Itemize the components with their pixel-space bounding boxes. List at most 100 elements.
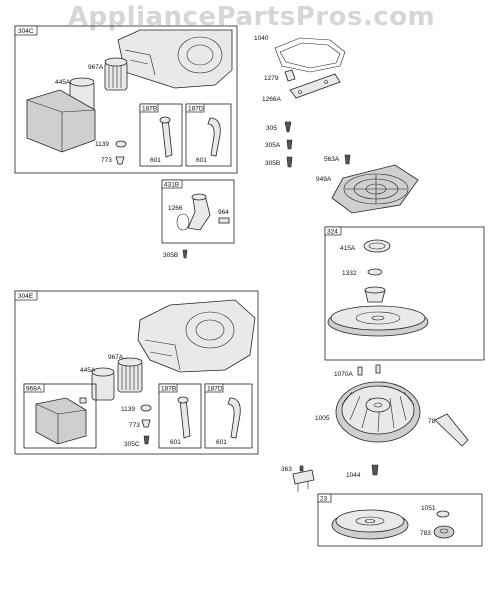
label-1279: 1279 bbox=[264, 75, 279, 82]
air-cleaner-cover-top[interactable] bbox=[26, 89, 96, 153]
box-431B-tag bbox=[161, 179, 183, 189]
label-1332: 1332 bbox=[342, 270, 357, 277]
air-filter-967A-top[interactable] bbox=[104, 57, 128, 91]
box-187B-top-frame bbox=[139, 103, 183, 167]
label-601-d: 601 bbox=[216, 439, 227, 446]
screw-305[interactable] bbox=[284, 121, 292, 133]
label-78: 78 bbox=[428, 418, 436, 425]
label-1139-top: 1139 bbox=[95, 141, 109, 148]
label-305B-top: 305B bbox=[265, 160, 280, 167]
box-187D-top-label: 187D bbox=[188, 106, 204, 113]
group-304C: 304C 967A 445A bbox=[14, 25, 238, 174]
box-304E-tag bbox=[14, 290, 38, 301]
label-964: 964 bbox=[218, 209, 229, 216]
box-187D-bot-frame bbox=[204, 383, 253, 449]
screw-305C[interactable] bbox=[143, 435, 150, 445]
screen-949A[interactable] bbox=[331, 164, 419, 214]
pre-cleaner-445A-bot[interactable] bbox=[91, 367, 115, 401]
box-968A-tag bbox=[23, 383, 45, 393]
box-304C-label: 304C bbox=[18, 28, 34, 35]
screw-305A[interactable] bbox=[286, 139, 293, 150]
air-cleaner-cover-bottom[interactable] bbox=[35, 397, 87, 445]
breather-tube-187D-top[interactable] bbox=[207, 117, 221, 157]
box-324-frame bbox=[324, 226, 485, 361]
seal-415A[interactable] bbox=[363, 239, 391, 253]
box-968A-frame bbox=[23, 383, 97, 449]
screw-563A[interactable] bbox=[344, 154, 351, 165]
label-1139-bot: 1139 bbox=[121, 406, 135, 413]
label-445A-bot: 445A bbox=[80, 367, 96, 374]
box-968A-label: 968A bbox=[26, 386, 42, 393]
hub-324[interactable] bbox=[364, 286, 386, 303]
washer-1051[interactable] bbox=[436, 510, 450, 518]
breather-tube-187B-top[interactable] bbox=[159, 116, 173, 158]
screw-305B-top[interactable] bbox=[286, 156, 293, 168]
breather-tube-187D-bot[interactable] bbox=[227, 397, 241, 439]
terminal-363[interactable] bbox=[292, 465, 315, 492]
clip-968A[interactable] bbox=[79, 397, 87, 404]
label-949A: 949A bbox=[316, 176, 332, 183]
box-187D-bot-tag bbox=[204, 383, 224, 393]
blower-housing-bottom[interactable] bbox=[137, 299, 256, 373]
nut-1044[interactable] bbox=[371, 464, 379, 476]
washer-1139-top[interactable] bbox=[115, 140, 127, 148]
washer-1332[interactable] bbox=[367, 268, 383, 276]
pulley-324[interactable] bbox=[327, 305, 429, 337]
ring-gear-23[interactable] bbox=[331, 509, 409, 540]
box-187B-bot-tag bbox=[158, 383, 178, 393]
label-783: 783 bbox=[420, 530, 431, 537]
label-1040: 1040 bbox=[254, 35, 269, 42]
gear-783[interactable] bbox=[433, 525, 455, 539]
group-304E: 304E 967A 445A 968A bbox=[14, 290, 259, 455]
air-filter-967A-bot[interactable] bbox=[117, 357, 143, 393]
knob-773-bot[interactable] bbox=[141, 419, 151, 428]
watermark-text: AppliancePartsPros.com bbox=[67, 2, 436, 32]
box-187B-top-tag bbox=[139, 103, 159, 113]
group-324: 324 415A 1332 bbox=[324, 226, 485, 361]
blower-housing-top[interactable] bbox=[117, 29, 233, 89]
label-1051: 1051 bbox=[421, 505, 436, 512]
label-1266: 1266 bbox=[168, 205, 183, 212]
label-363: 363 bbox=[281, 466, 292, 473]
gasket-1266[interactable] bbox=[176, 213, 190, 231]
box-23-tag bbox=[317, 493, 332, 503]
elbow-1266[interactable] bbox=[187, 193, 211, 231]
clip-1279[interactable] bbox=[284, 69, 296, 82]
box-23-frame bbox=[317, 493, 483, 547]
group-23: 23 1051 783 bbox=[317, 493, 483, 547]
box-431B-label: 431B bbox=[164, 182, 179, 189]
flywheel-1005[interactable] bbox=[335, 381, 421, 443]
box-23-label: 23 bbox=[320, 496, 328, 503]
shield-78[interactable] bbox=[434, 413, 469, 447]
label-773-bot: 773 bbox=[129, 422, 140, 429]
label-305: 305 bbox=[266, 125, 277, 132]
label-1266A: 1266A bbox=[262, 96, 281, 103]
box-187D-top-tag bbox=[185, 103, 205, 113]
plate-964[interactable] bbox=[218, 217, 230, 224]
washer-1139-bot[interactable] bbox=[140, 404, 152, 412]
breather-tube-187B-bot[interactable] bbox=[177, 396, 191, 439]
screw-305B-mid[interactable] bbox=[182, 249, 188, 259]
label-967A-top: 967A bbox=[88, 64, 104, 71]
box-324-tag bbox=[324, 226, 342, 236]
box-187D-top-frame bbox=[185, 103, 232, 167]
label-415A: 415A bbox=[340, 245, 356, 252]
label-563A: 563A bbox=[324, 156, 340, 163]
box-187B-bot-label: 187B bbox=[161, 386, 176, 393]
label-1070A: 1070A bbox=[334, 371, 353, 378]
label-601-a: 601 bbox=[150, 157, 161, 164]
box-187B-bot-frame bbox=[158, 383, 202, 449]
group-431B: 431B 1266 964 bbox=[161, 179, 235, 244]
label-773-top: 773 bbox=[101, 157, 112, 164]
box-304C-tag bbox=[14, 25, 38, 36]
ring-1040[interactable] bbox=[274, 37, 346, 73]
bracket-1266A[interactable] bbox=[289, 73, 341, 99]
label-601-b: 601 bbox=[196, 157, 207, 164]
label-305A: 305A bbox=[265, 142, 281, 149]
box-324-label: 324 bbox=[327, 229, 338, 236]
label-1044: 1044 bbox=[346, 472, 361, 479]
knob-773-top[interactable] bbox=[115, 156, 125, 165]
key-1070A[interactable] bbox=[357, 364, 381, 376]
label-305C: 305C bbox=[124, 441, 140, 448]
